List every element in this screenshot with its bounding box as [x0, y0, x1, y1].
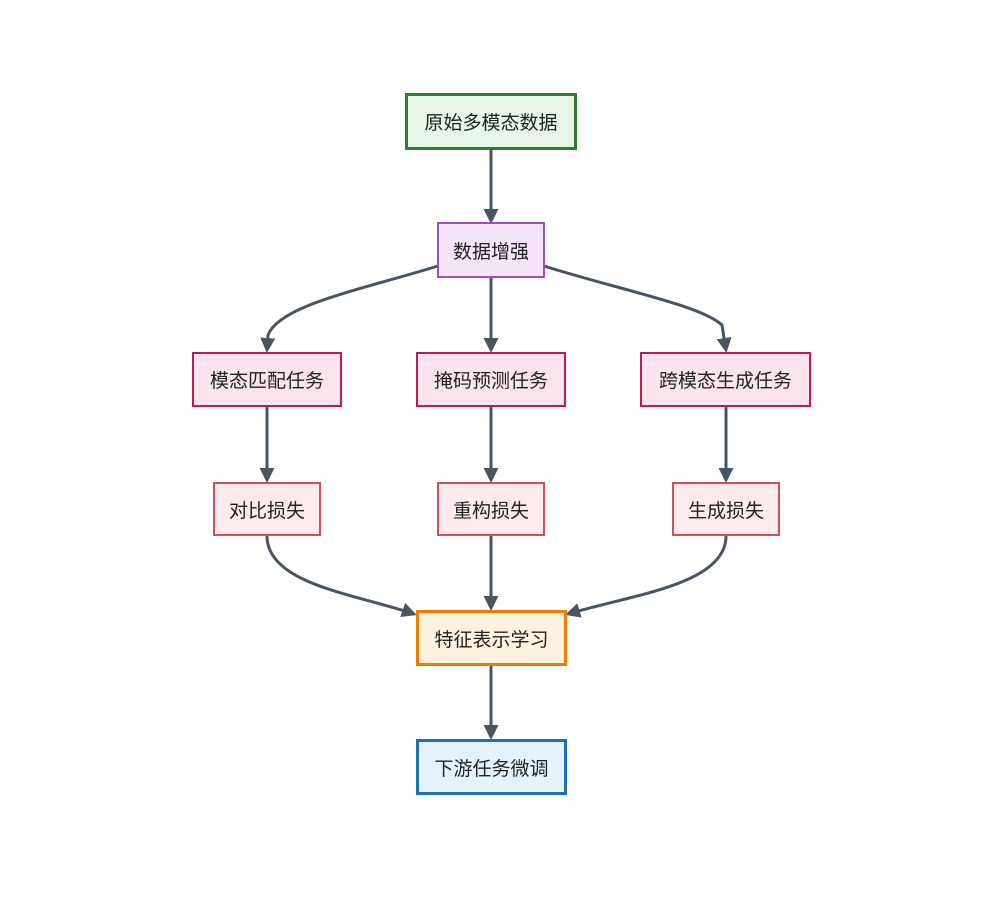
edge-augment-to-match — [260, 264, 439, 353]
node-contrastive-loss: 对比损失 — [213, 482, 321, 536]
node-raw-multimodal-data: 原始多模态数据 — [405, 93, 577, 150]
edge-gen-to-feature — [565, 535, 728, 618]
node-feature-representation-learning: 特征表示学习 — [416, 610, 567, 666]
node-data-augmentation: 数据增强 — [437, 222, 545, 278]
node-reconstruction-loss: 重构损失 — [437, 482, 545, 536]
node-label: 掩码预测任务 — [433, 370, 548, 392]
edge-contrast-to-feature — [265, 535, 417, 618]
node-label: 重构损失 — [452, 499, 529, 522]
node-label: 模态匹配任务 — [209, 370, 324, 392]
node-generation-loss: 生成损失 — [672, 482, 780, 536]
edge-augment-to-cross — [543, 264, 732, 353]
node-cross-modal-generation-task: 跨模态生成任务 — [640, 352, 811, 407]
node-label: 跨模态生成任务 — [658, 370, 792, 392]
node-label: 对比损失 — [228, 499, 305, 522]
node-label: 下游任务微调 — [434, 757, 549, 780]
node-mask-prediction-task: 掩码预测任务 — [416, 352, 566, 407]
node-label: 数据增强 — [452, 240, 529, 263]
node-downstream-finetuning: 下游任务微调 — [416, 739, 567, 795]
node-label: 原始多模态数据 — [424, 112, 558, 134]
node-label: 生成损失 — [687, 499, 764, 522]
node-modality-matching-task: 模态匹配任务 — [192, 352, 342, 407]
node-label: 特征表示学习 — [434, 628, 549, 651]
